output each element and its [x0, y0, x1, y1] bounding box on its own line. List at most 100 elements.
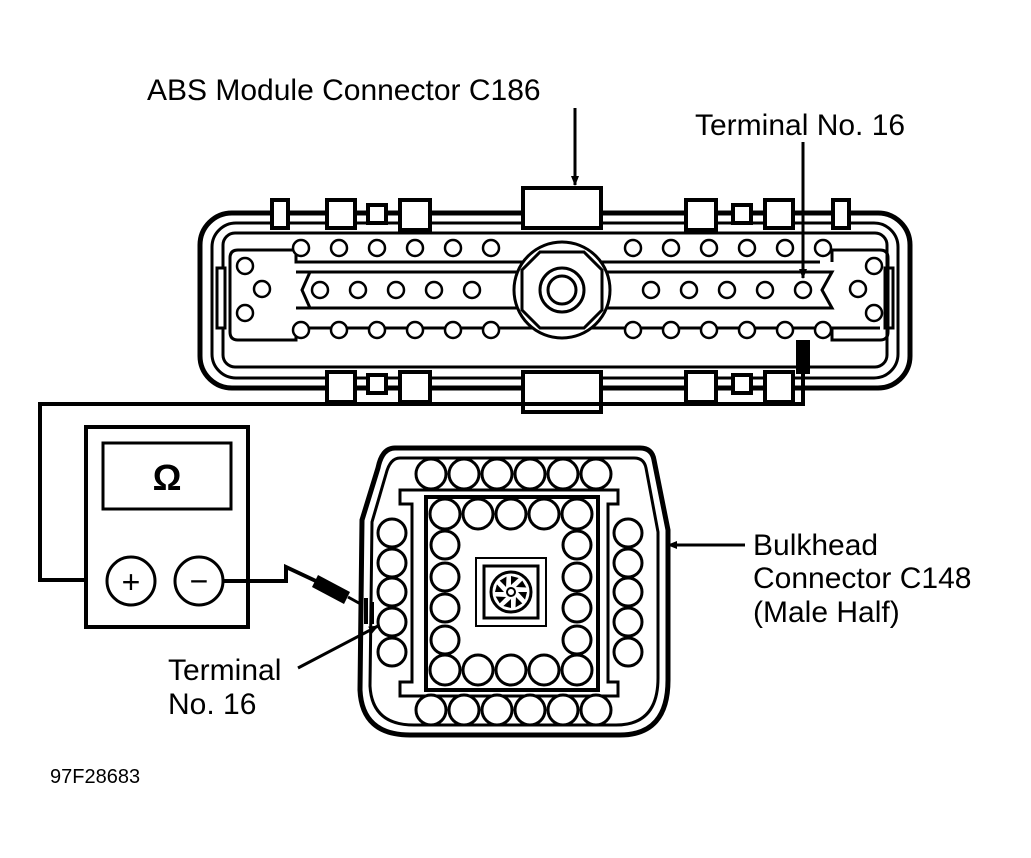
bulkhead-pin: [561, 592, 593, 624]
bulkhead-pin: [612, 636, 644, 668]
bulkhead-pin: [376, 517, 408, 549]
abs-pin: [737, 238, 757, 258]
abs-pin: [661, 238, 681, 258]
bulkhead-probe-slot: [370, 602, 374, 624]
abs-pin: [755, 280, 775, 300]
fan-icon: [495, 576, 527, 608]
abs-side-nub-left: [215, 266, 227, 330]
bulkhead-pin: [428, 497, 462, 531]
positive-lead-wire: [38, 374, 805, 582]
abs-pin: [329, 238, 349, 258]
fan-blade: [511, 576, 519, 585]
bulkhead-connector: [357, 445, 671, 738]
bulkhead-pin: [429, 529, 461, 561]
abs-left-pocket: [228, 248, 880, 342]
abs-pin: [291, 320, 311, 340]
bulkhead-label-line1: Bulkhead: [753, 529, 878, 562]
fan-blade: [515, 580, 527, 588]
abs-pin: [641, 280, 661, 300]
bulkhead-pin: [447, 693, 481, 727]
abs-pin: [291, 238, 311, 258]
bulkhead-label-line3: (Male Half): [753, 596, 900, 629]
bulkhead-frame: [398, 488, 620, 698]
abs-pin: [481, 238, 501, 258]
abs-pin: [424, 280, 444, 300]
terminal-bottom-label-line2: No. 16: [168, 688, 256, 721]
fan-hub: [506, 587, 516, 597]
abs-pin: [367, 238, 387, 258]
abs-bottom-tab: [731, 373, 753, 395]
abs-connector-label: ABS Module Connector C186: [147, 74, 541, 107]
abs-bottom-tab: [763, 370, 795, 404]
abs-pin: [481, 320, 501, 340]
abs-bottom-tab: [684, 370, 718, 404]
bulkhead-pin: [561, 624, 593, 656]
abs-pin: [813, 238, 833, 258]
bulkhead-pin: [461, 497, 495, 531]
abs-pin: [699, 238, 719, 258]
positive-terminal: [105, 555, 157, 607]
abs-connector: [197, 186, 913, 414]
bulkhead-pin: [494, 497, 528, 531]
abs-pin: [813, 320, 833, 340]
bulkhead-pin: [376, 576, 408, 608]
bulkhead-pin: [561, 529, 593, 561]
negative-lead-wire: [223, 563, 319, 584]
bulkhead-pin: [429, 592, 461, 624]
bulkhead-pin: [612, 576, 644, 608]
abs-pin: [443, 320, 463, 340]
bulkhead-pin: [527, 497, 561, 531]
abs-bottom-tab: [398, 370, 432, 404]
abs-pin: [679, 280, 699, 300]
bulkhead-pin: [579, 457, 613, 491]
bulkhead-pin: [560, 497, 594, 531]
bulkhead-pin: [480, 693, 514, 727]
fan-blade: [515, 596, 523, 608]
bulkhead-pin: [461, 653, 495, 687]
abs-pin: [348, 280, 368, 300]
bulkhead-label-line2: Connector C148: [753, 562, 971, 595]
abs-pin: [367, 320, 387, 340]
ohmmeter-display: [101, 441, 233, 511]
bulkhead-probe-slot: [364, 598, 368, 624]
abs-top-key: [521, 186, 603, 230]
negative-probe-handle: [312, 575, 350, 604]
abs-pin: [462, 280, 482, 300]
bulkhead-pin: [429, 561, 461, 593]
bulkhead-pin: [376, 636, 408, 668]
figure-id: 97F28683: [50, 766, 140, 788]
terminal-top-label: Terminal No. 16: [695, 109, 905, 142]
bulkhead-pin: [414, 457, 448, 491]
abs-top-tab: [684, 198, 718, 232]
abs-pin: [848, 279, 868, 299]
bulkhead-pin-terminal-16: [376, 606, 408, 638]
fan-blade: [518, 592, 527, 600]
abs-pin: [235, 303, 255, 323]
abs-pin: [623, 238, 643, 258]
minus-icon: −: [190, 563, 209, 599]
bulkhead-pin: [480, 457, 514, 491]
abs-pin: [864, 303, 884, 323]
abs-pin: [699, 320, 719, 340]
abs-pin: [775, 238, 795, 258]
bulkhead-pin: [376, 547, 408, 579]
abs-probe-tip: [796, 340, 810, 374]
bulkhead-pin: [494, 653, 528, 687]
bulkhead-inner-block: [424, 495, 600, 692]
bulkhead-pin: [513, 693, 547, 727]
bulkhead-pin: [546, 457, 580, 491]
abs-pin: [235, 256, 255, 276]
abs-top-tab: [731, 203, 753, 225]
bulkhead-pin-group: [376, 457, 644, 727]
bulkhead-pin: [560, 653, 594, 687]
abs-pin: [252, 279, 272, 299]
abs-bottom-tab: [366, 373, 388, 395]
abs-pin: [737, 320, 757, 340]
bulkhead-pin: [579, 693, 613, 727]
plus-icon: +: [122, 564, 141, 600]
fan-blade: [495, 596, 507, 604]
abs-top-tab: [270, 198, 290, 230]
bulkhead-pin: [527, 653, 561, 687]
abs-keyway-ring: [538, 266, 586, 314]
